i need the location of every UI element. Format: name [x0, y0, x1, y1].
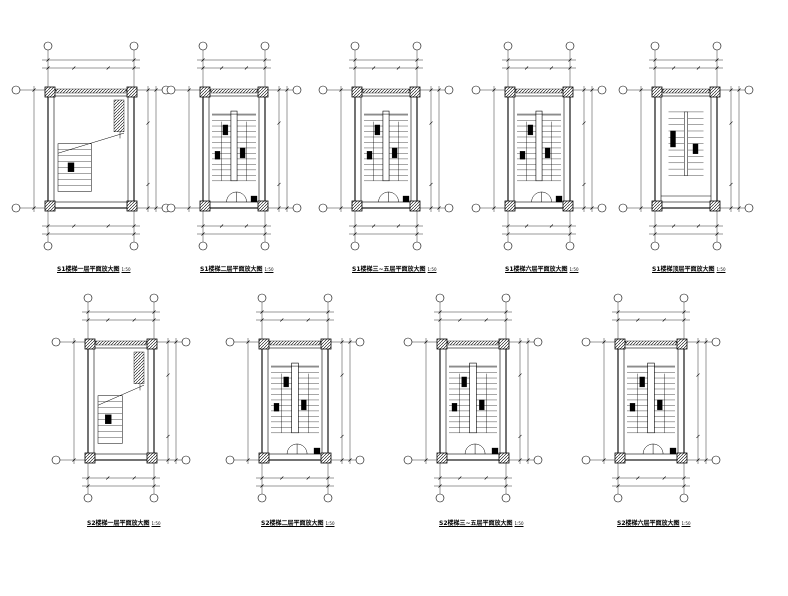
plan-scale: 1:50 — [716, 267, 726, 272]
stair-plan-s2-f1 — [51, 293, 191, 503]
plan-caption-text: S1楼梯二层平面放大图 — [200, 266, 263, 273]
axis-bubble — [323, 293, 333, 303]
axis-bubble — [412, 241, 422, 251]
plan-caption-text: S2楼梯二层平面放大图 — [261, 520, 324, 527]
plan-scale: 1:50 — [151, 521, 161, 526]
axis-bubble — [435, 293, 445, 303]
plan-scale: 1:50 — [427, 267, 437, 272]
axis-bubble — [712, 241, 722, 251]
axis-bubble — [198, 41, 208, 51]
axis-bubble — [43, 241, 53, 251]
plan-scale: 1:50 — [264, 267, 274, 272]
axis-bubble — [501, 493, 511, 503]
axis-bubble — [435, 493, 445, 503]
stair-plan-s1-roof — [618, 41, 754, 251]
axis-bubble — [83, 493, 93, 503]
plan-scale: 1:50 — [569, 267, 579, 272]
plan-scale: 1:50 — [681, 521, 691, 526]
plan-caption-text: S1楼梯一层平面放大图 — [57, 266, 120, 273]
axis-bubble — [565, 241, 575, 251]
plan-scale: 1:50 — [514, 521, 524, 526]
axis-bubble — [565, 41, 575, 51]
axis-bubble — [613, 293, 623, 303]
axis-bubble — [613, 493, 623, 503]
axis-bubble — [350, 41, 360, 51]
axis-bubble — [712, 41, 722, 51]
plan-caption-text: S1楼梯六层平面放大图 — [505, 266, 568, 273]
axis-bubble — [129, 41, 139, 51]
stair-plan-s1-f3-5 — [318, 41, 454, 251]
axis-bubble — [503, 41, 513, 51]
axis-bubble — [323, 493, 333, 503]
axis-bubble — [650, 41, 660, 51]
stair-plan-s1-f6 — [471, 41, 607, 251]
stair-plan-s1-f2 — [166, 41, 302, 251]
axis-bubble — [260, 241, 270, 251]
plan-caption-text: S1楼梯三~五层平面放大图 — [352, 266, 426, 273]
axis-bubble — [149, 293, 159, 303]
axis-bubble — [257, 293, 267, 303]
plan-scale: 1:50 — [325, 521, 335, 526]
axis-bubble — [83, 293, 93, 303]
stair-plan-s2-f3-5 — [403, 293, 543, 503]
stair-plan-s2-f2 — [225, 293, 365, 503]
axis-bubble — [43, 41, 53, 51]
stair-plan-s1-f1 — [11, 41, 171, 251]
plan-caption-text: S2楼梯一层平面放大图 — [87, 520, 150, 527]
plan-scale: 1:50 — [121, 267, 131, 272]
axis-bubble — [679, 493, 689, 503]
axis-bubble — [501, 293, 511, 303]
axis-bubble — [503, 241, 513, 251]
axis-bubble — [257, 493, 267, 503]
axis-bubble — [198, 241, 208, 251]
stair-plan-s2-f6 — [581, 293, 721, 503]
plan-caption-text: S2楼梯六层平面放大图 — [617, 520, 680, 527]
axis-bubble — [650, 241, 660, 251]
plan-caption-text: S2楼梯三~五层平面放大图 — [439, 520, 513, 527]
axis-bubble — [149, 493, 159, 503]
axis-bubble — [260, 41, 270, 51]
plan-caption-text: S1楼梯顶层平面放大图 — [652, 266, 715, 273]
axis-bubble — [679, 293, 689, 303]
axis-bubble — [350, 241, 360, 251]
axis-bubble — [412, 41, 422, 51]
axis-bubble — [129, 241, 139, 251]
